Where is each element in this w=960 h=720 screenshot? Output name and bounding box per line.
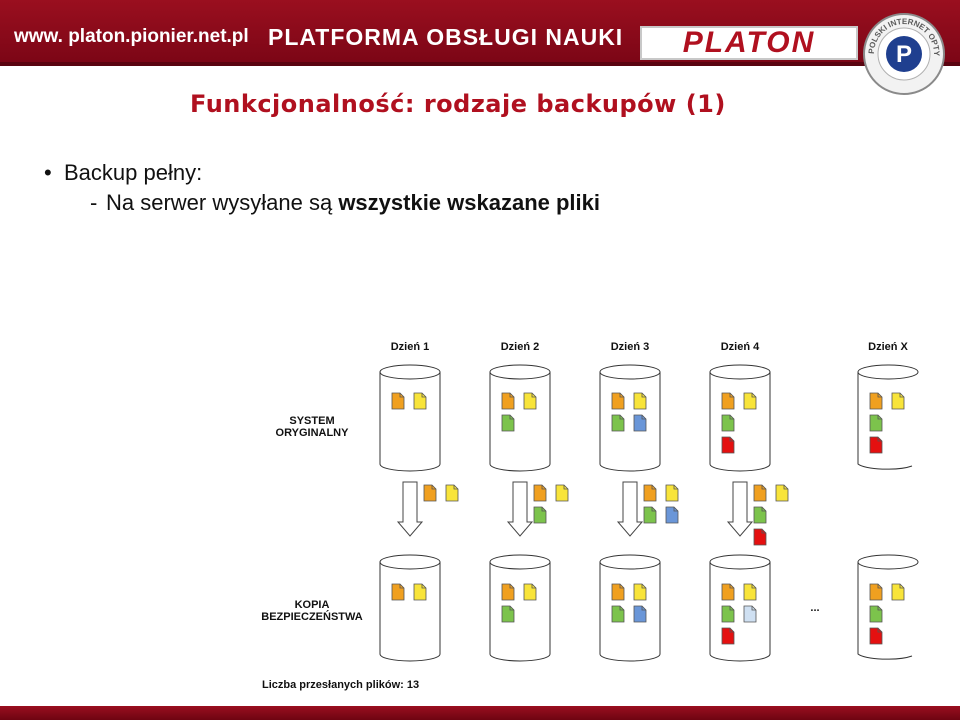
- down-arrow-icon: [616, 481, 644, 537]
- footer-bar: [0, 706, 960, 720]
- file-icon-red: [869, 436, 883, 454]
- ellipsis: ...: [810, 602, 819, 614]
- file-icon-blue: [633, 414, 647, 432]
- original-system-label-line2: ORYGINALNY: [276, 427, 350, 439]
- brand-logo-text: PLATON: [682, 26, 816, 59]
- file-icon-orange: [391, 583, 405, 601]
- file-icon-orange: [643, 484, 657, 502]
- file-icon-green: [611, 414, 625, 432]
- server-cylinder: [857, 364, 919, 470]
- file-icon-yellow: [523, 583, 537, 601]
- file-icon-orange: [611, 583, 625, 601]
- file-icons: [391, 392, 905, 645]
- brand-logo: PLATON: [640, 26, 858, 60]
- file-icon-yellow: [665, 484, 679, 502]
- server-cylinder: [599, 364, 661, 472]
- server-cylinder: [379, 364, 441, 472]
- file-icon-orange: [533, 484, 547, 502]
- file-icon-yellow: [891, 392, 905, 410]
- file-icon-blue: [633, 605, 647, 623]
- file-icon-green: [501, 414, 515, 432]
- file-icon-yellow: [523, 392, 537, 410]
- transfer-arrows: [396, 481, 754, 537]
- file-icon-green: [869, 414, 883, 432]
- bullet-dot-icon: •: [44, 160, 52, 185]
- file-icon-yellow: [891, 583, 905, 601]
- file-icon-orange: [391, 392, 405, 410]
- server-cylinder: [709, 364, 771, 472]
- file-icon-blue: [665, 506, 679, 524]
- day-labels: Dzień 1 Dzień 2 Dzień 3 Dzień 4 Dzień X: [391, 341, 909, 353]
- backup-diagram: Dzień 1 Dzień 2 Dzień 3 Dzień 4 Dzień X SYST…: [261, 341, 919, 691]
- file-icon-yellow: [445, 484, 459, 502]
- file-icon-yellow: [775, 484, 789, 502]
- day-label: Dzień 1: [391, 341, 430, 353]
- file-icon-yellow: [413, 583, 427, 601]
- server-cylinder: [857, 554, 919, 660]
- header-divider: [0, 62, 960, 66]
- seal-letter: P: [896, 41, 912, 68]
- day-label: Dzień 2: [501, 341, 540, 353]
- down-arrow-icon: [726, 481, 754, 537]
- server-cylinder: [379, 554, 441, 662]
- day-label: Dzień X: [868, 341, 908, 353]
- file-icon-orange: [869, 392, 883, 410]
- server-cylinder: [489, 554, 551, 662]
- sub-bullet-bold-text: wszystkie wskazane pliki: [338, 190, 601, 215]
- server-cylinder: [599, 554, 661, 662]
- file-icon-orange: [721, 583, 735, 601]
- files-sent-count: Liczba przesłanych plików: 13: [262, 679, 419, 691]
- original-system-label-line1: SYSTEM: [289, 415, 334, 427]
- file-icon-green: [643, 506, 657, 524]
- bullet-item: • Backup pełny:: [44, 160, 202, 186]
- dash-icon: -: [90, 190, 98, 215]
- down-arrow-icon: [396, 481, 424, 537]
- slide-title: Funkcjonalność: rodzaje backupów (1): [190, 90, 726, 118]
- file-icon-red: [721, 436, 735, 454]
- file-icon-yellow: [743, 392, 757, 410]
- backup-copy-label-line1: KOPIA: [295, 599, 330, 611]
- file-icon-orange: [423, 484, 437, 502]
- file-icon-red: [753, 528, 767, 546]
- site-url: www. platon.pionier.net.pl: [14, 26, 249, 47]
- server-cylinder: [709, 554, 771, 662]
- down-arrow-icon: [506, 481, 534, 537]
- file-icon-yellow: [413, 392, 427, 410]
- file-icon-red: [721, 627, 735, 645]
- sub-bullet-text: Na serwer wysyłane są: [106, 190, 339, 215]
- sub-bullet-item: -Na serwer wysyłane są wszystkie wskazan…: [90, 190, 600, 216]
- file-icon-green: [753, 506, 767, 524]
- file-icon-green: [533, 506, 547, 524]
- file-icon-lightblue: [743, 605, 757, 623]
- backup-copy-label-line2: BEZPIECZEŃSTWA: [261, 610, 363, 623]
- file-icon-orange: [501, 583, 515, 601]
- day-label: Dzień 4: [721, 341, 760, 353]
- file-icon-orange: [869, 583, 883, 601]
- file-icon-yellow: [743, 583, 757, 601]
- file-icon-yellow: [555, 484, 569, 502]
- pionier-seal-icon: POLSKI INTERNET OPTYCZNY P: [862, 12, 945, 95]
- file-icon-orange: [753, 484, 767, 502]
- file-icon-green: [721, 605, 735, 623]
- bullet-text: Backup pełny:: [64, 160, 203, 185]
- file-icon-green: [869, 605, 883, 623]
- file-icon-green: [501, 605, 515, 623]
- server-cylinder: [489, 364, 551, 472]
- file-icon-yellow: [633, 583, 647, 601]
- file-icon-green: [611, 605, 625, 623]
- file-icon-orange: [721, 392, 735, 410]
- platform-name: PLATFORMA OBSŁUGI NAUKI: [268, 24, 624, 50]
- day-label: Dzień 3: [611, 341, 650, 353]
- file-icon-red: [869, 627, 883, 645]
- file-icon-orange: [611, 392, 625, 410]
- file-icon-orange: [501, 392, 515, 410]
- file-icon-green: [721, 414, 735, 432]
- file-icon-yellow: [633, 392, 647, 410]
